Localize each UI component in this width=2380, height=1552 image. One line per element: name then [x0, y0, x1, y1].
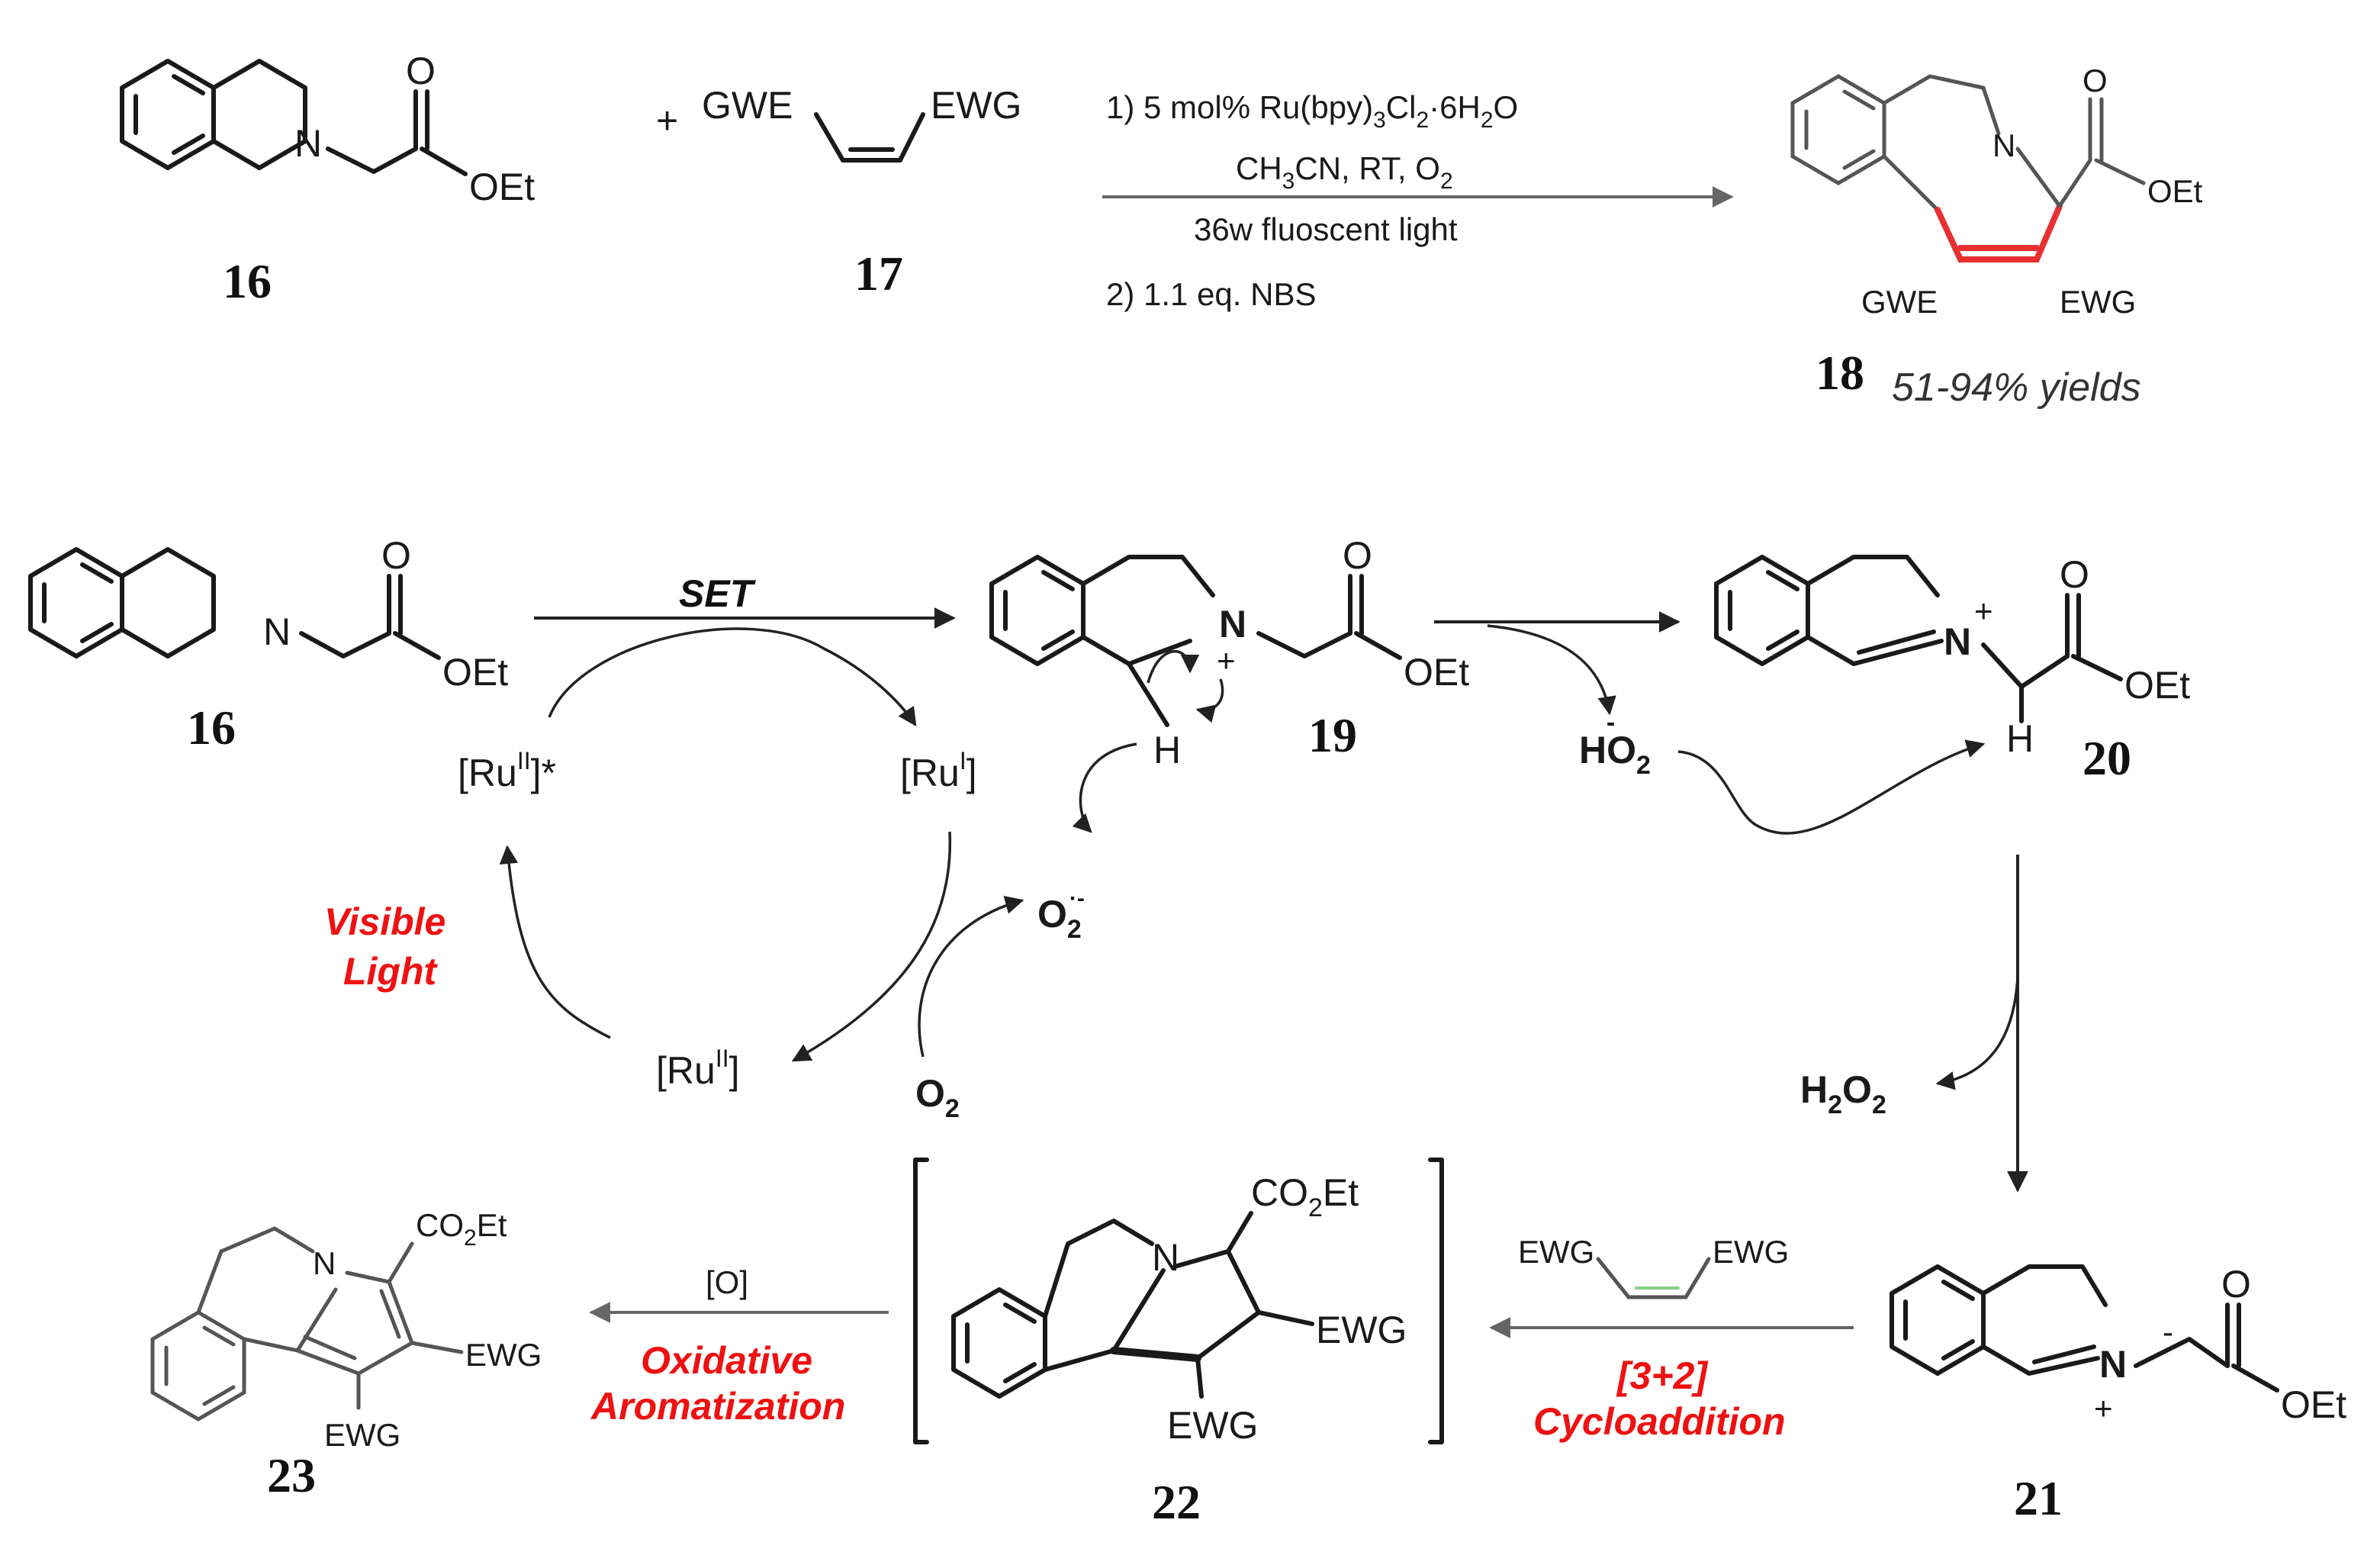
o-atom: O: [2060, 553, 2089, 596]
h-atom: H: [1153, 729, 1181, 771]
condition-light: 36w fluoscent light: [1194, 211, 1458, 247]
ewg-label: EWG: [931, 84, 1021, 127]
oet-label: OEt: [2147, 173, 2203, 209]
compound-16-top: N O OEt: [120, 50, 535, 208]
hydrogen-peroxide: H2O2: [1800, 1068, 1886, 1119]
condition-step2: 2) 1.1 eq. NBS: [1106, 276, 1316, 312]
ruthenium-cycle: [499, 627, 1024, 1062]
visible-light-label-2: Light: [343, 950, 439, 993]
n-atom: N: [1944, 620, 1971, 663]
o-atom: O: [2082, 63, 2108, 98]
compound-19: N + H O OEt: [989, 534, 1469, 833]
set-label: SET: [679, 572, 757, 615]
compound-number-17: 17: [854, 246, 903, 301]
compound-17: GWE EWG: [702, 84, 1021, 163]
aromatization-label: Aromatization: [590, 1385, 845, 1428]
o-atom: O: [2221, 1263, 2251, 1306]
compound-number-22: 22: [1152, 1475, 1201, 1529]
o-atom: O: [406, 50, 436, 92]
oet-label: OEt: [442, 651, 508, 694]
gwe-label: GWE: [1861, 284, 1938, 320]
compound-number-23: 23: [267, 1448, 316, 1502]
n-atom: N: [313, 1245, 336, 1281]
h-atom: H: [2006, 717, 2034, 760]
ru-one: [RuI]: [900, 747, 977, 794]
cycloaddition-label-2: Cycloaddition: [1533, 1400, 1786, 1443]
ewg-label: EWG: [324, 1417, 400, 1453]
iminium-charge: +: [1974, 593, 1993, 629]
compound-number-16: 16: [223, 254, 272, 308]
oet-label: OEt: [2124, 664, 2190, 707]
visible-light-label-1: Visible: [324, 900, 445, 943]
compound-21: N + - O OEt: [1890, 1263, 2346, 1426]
hydroperoxide: HO2-: [1579, 708, 1651, 780]
compound-20: N + H O OEt: [1714, 553, 2190, 760]
curve-hydroperoxide-to-h: [1677, 739, 1986, 835]
superoxide: O2·-: [1037, 886, 1085, 944]
compound-number-18: 18: [1816, 346, 1864, 400]
oxidant-label: [O]: [706, 1264, 748, 1300]
oet-label: OEt: [1404, 651, 1469, 694]
oet-label: OEt: [469, 166, 535, 208]
ewg-label: EWG: [1518, 1234, 1594, 1270]
co2et-label: CO2Et: [1251, 1171, 1359, 1222]
ru-two: [RuII]: [656, 1045, 740, 1092]
compound-number-19: 19: [1308, 708, 1357, 762]
ewg-label: EWG: [1167, 1404, 1258, 1447]
n-atom: N: [1152, 1236, 1179, 1279]
cycloaddition-label-1: [3+2]: [1616, 1354, 1709, 1397]
compound-number-21: 21: [2014, 1471, 2063, 1525]
n-atom: N: [2099, 1343, 2127, 1386]
curve-to-h2o2: [1935, 976, 2019, 1090]
radical-cation: +: [1217, 642, 1236, 678]
compound-22: N CO2Et EWG EWG: [913, 1158, 1444, 1447]
plus-sign: +: [656, 99, 678, 142]
n-atom: N: [1219, 603, 1246, 646]
condition-solvent: CH3CN, RT, O2: [1236, 150, 1453, 194]
ylide-minus: -: [2163, 1314, 2173, 1350]
o-atom: O: [1343, 534, 1372, 577]
dipolarophile-reagent: EWG EWG: [1518, 1234, 1789, 1299]
oet-label: OEt: [2281, 1383, 2346, 1426]
curve-to-hydroperoxide: [1487, 624, 1616, 716]
ewg-label: EWG: [1713, 1234, 1789, 1270]
oxygen: O2: [915, 1072, 960, 1123]
n-atom: N: [294, 122, 322, 165]
co2et-label: CO2Et: [416, 1207, 507, 1251]
gwe-label: GWE: [702, 84, 793, 127]
ru-excited: [RuII]*: [458, 747, 556, 794]
oxidative-label: Oxidative: [641, 1339, 812, 1382]
compound-16-mechanism: N O OEt: [28, 534, 508, 694]
compound-number-20: 20: [2082, 731, 2131, 785]
n-atom: N: [263, 610, 291, 653]
o-atom: O: [381, 534, 411, 577]
compound-number-16b: 16: [187, 700, 236, 755]
compound-23: N CO2Et EWG EWG: [150, 1207, 542, 1453]
ewg-label: EWG: [465, 1337, 542, 1373]
yield-label: 51-94% yields: [1892, 365, 2141, 410]
n-atom: N: [1992, 127, 2015, 163]
ylide-plus: +: [2094, 1390, 2113, 1426]
condition-step1: 1) 5 mol% Ru(bpy)3Cl2·6H2O: [1106, 89, 1518, 133]
compound-18: N O OEt GWE EWG: [1790, 63, 2203, 320]
ewg-label: EWG: [2060, 284, 2136, 320]
ewg-label: EWG: [1316, 1309, 1407, 1351]
